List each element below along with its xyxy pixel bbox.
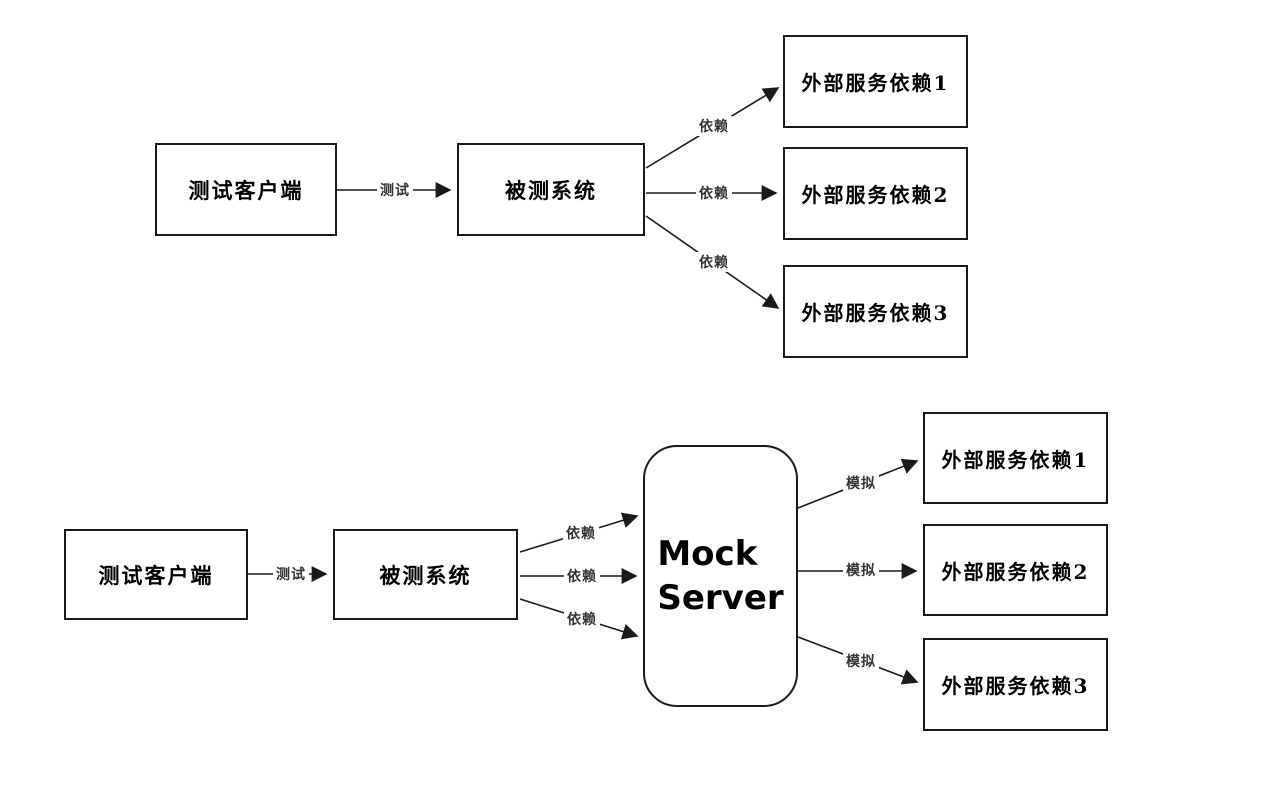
- bottom-edge-label-test: 测试: [273, 564, 309, 584]
- top-edge-label-dependency-3: 依赖: [696, 252, 732, 272]
- bottom-edge-label-mock-3: 模拟: [843, 651, 879, 671]
- bottom-edge-label-mock-2: 模拟: [843, 560, 879, 580]
- bottom-edge-label-dependency-2: 依赖: [564, 566, 600, 586]
- bottom-external-dependency-2-box: 外部服务依赖2: [923, 524, 1108, 616]
- top-system-under-test-box: 被测系统: [457, 143, 645, 236]
- top-edge-label-dependency-1: 依赖: [696, 116, 732, 136]
- bottom-test-client-box: 测试客户端: [64, 529, 248, 620]
- top-test-client-box: 测试客户端: [155, 143, 337, 236]
- mock-server-box: Mock Server: [643, 445, 798, 707]
- bottom-edge-label-dependency-1: 依赖: [563, 523, 599, 543]
- bottom-external-dependency-1-box: 外部服务依赖1: [923, 412, 1108, 504]
- top-external-dependency-3-box: 外部服务依赖3: [783, 265, 968, 358]
- bottom-edge-label-mock-1: 模拟: [843, 473, 879, 493]
- top-edge-label-dependency-2: 依赖: [696, 183, 732, 203]
- top-edge-label-test: 测试: [377, 180, 413, 200]
- bottom-edge-label-dependency-3: 依赖: [564, 609, 600, 629]
- top-external-dependency-1-box: 外部服务依赖1: [783, 35, 968, 128]
- top-external-dependency-2-box: 外部服务依赖2: [783, 147, 968, 240]
- bottom-external-dependency-3-box: 外部服务依赖3: [923, 638, 1108, 731]
- bottom-system-under-test-box: 被测系统: [333, 529, 518, 620]
